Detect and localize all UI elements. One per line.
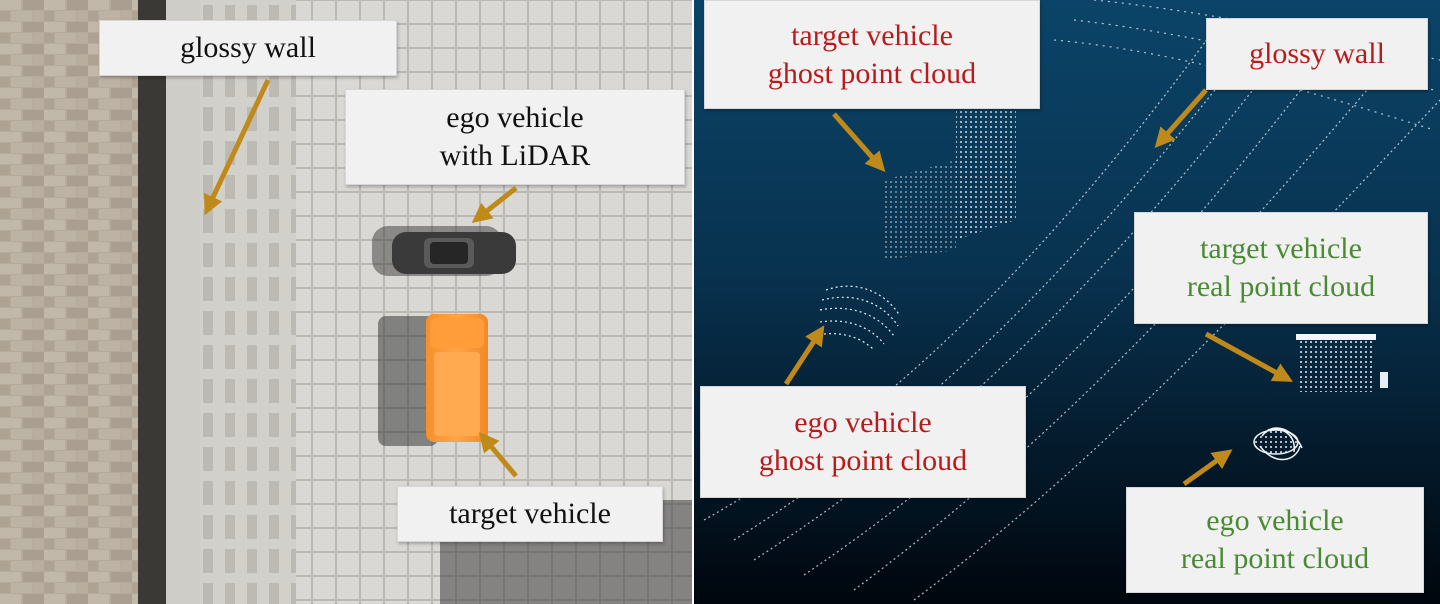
target-real-arrow <box>1204 331 1294 382</box>
target-ghost-point-cloud <box>884 100 1016 260</box>
glossy-wall-reflection-arrow <box>1154 88 1208 148</box>
target-vehicle-truck <box>426 314 488 442</box>
target-vehicle-arrow <box>478 431 518 478</box>
ego-real-arrow <box>1182 449 1233 487</box>
aerial-photo-panel: glossy wall ego vehicle with LiDAR targe… <box>0 0 692 604</box>
ego-ghost-point-cloud <box>819 285 901 351</box>
glossy-wall-reflection-label: glossy wall <box>1206 18 1428 90</box>
ego-ghost-arrow <box>783 325 825 386</box>
target-vehicle-real-point-cloud-label: target vehicle real point cloud <box>1134 212 1428 324</box>
ego-vehicle-arrow <box>471 186 518 223</box>
glossy-wall-arrow <box>204 78 271 216</box>
target-ghost-arrow <box>832 112 886 172</box>
target-vehicle-label: target vehicle <box>397 486 663 542</box>
target-real-point-cloud <box>1296 334 1388 392</box>
ego-vehicle-with-lidar-label: ego vehicle with LiDAR <box>345 89 685 185</box>
left-arrows <box>204 78 518 478</box>
right-arrows <box>783 88 1294 487</box>
ego-vehicle-real-point-cloud-label: ego vehicle real point cloud <box>1126 487 1424 593</box>
ego-vehicle-car <box>392 232 516 274</box>
glossy-wall-label: glossy wall <box>99 20 397 76</box>
target-vehicle-ghost-point-cloud-label: target vehicle ghost point cloud <box>704 0 1040 109</box>
ego-real-point-cloud <box>1253 427 1303 461</box>
ego-vehicle-ghost-point-cloud-label: ego vehicle ghost point cloud <box>700 386 1026 498</box>
lidar-point-cloud-panel: target vehicle ghost point cloud glossy … <box>694 0 1440 604</box>
